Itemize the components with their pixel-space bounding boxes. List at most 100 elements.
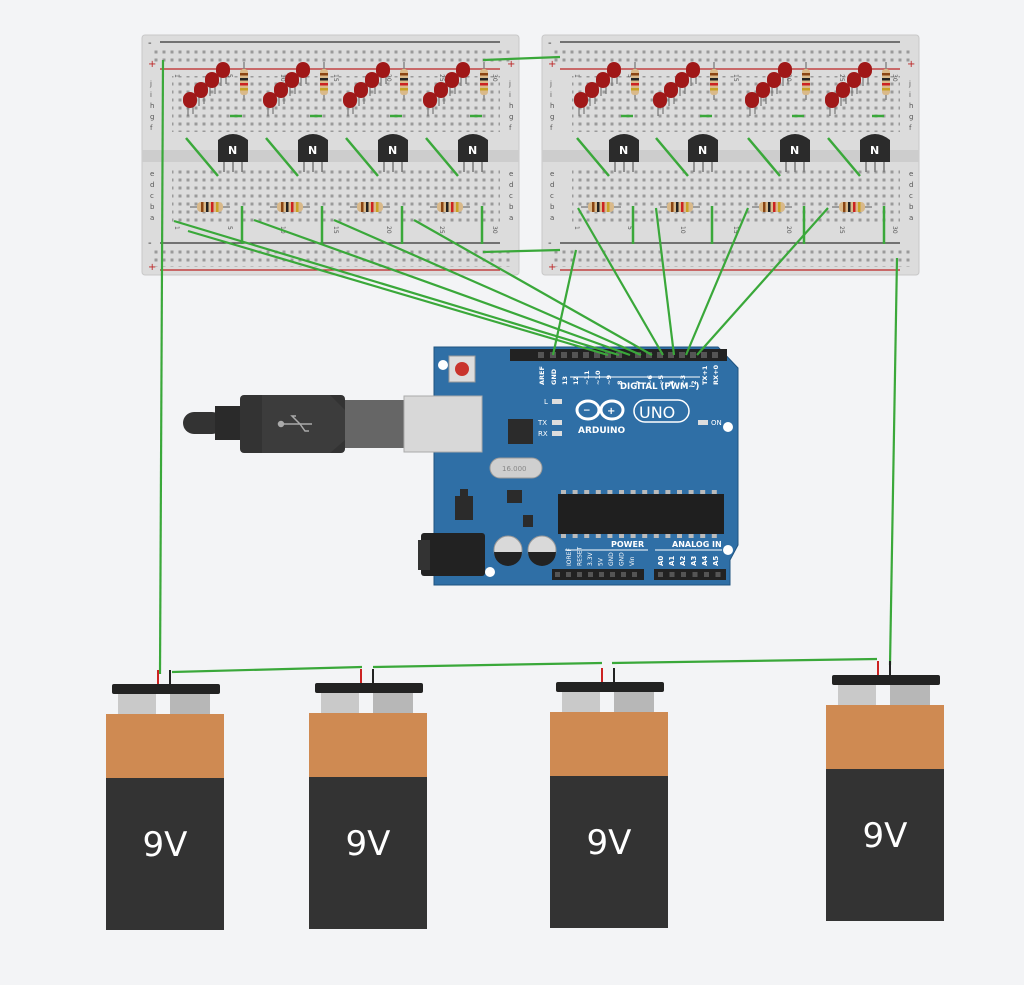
header-pin [715,572,721,577]
red-led [216,62,230,78]
digital-pin-label: ~9 [605,375,613,385]
column-number: 1 [573,226,580,230]
row-label: d [150,181,154,189]
power-jack [421,533,485,576]
row-label: e [550,170,554,178]
row-label: h [509,102,513,110]
resistor [667,202,693,212]
column-number: 20 [385,226,392,234]
resistor-band [676,202,679,212]
row-label: a [509,214,513,222]
rail-plus-label: + [148,59,156,70]
chip-pin [630,534,636,538]
transistor-label: N [790,144,799,157]
resistor-band [480,83,488,86]
resistor-band [480,73,488,76]
board-led-label: TX [537,419,547,427]
header-pin [679,352,685,358]
red-led [653,92,667,108]
red-led [664,82,678,98]
column-number: 30 [891,226,898,234]
board-led-label: RX [538,430,548,438]
row-label: e [150,170,154,178]
red-led [194,82,208,98]
resistor [631,69,639,95]
header-pin [577,572,582,577]
row-label: a [909,214,913,222]
resistor-band [686,202,689,212]
resistor [588,202,614,212]
chip-pin [619,534,624,538]
resistor-band [607,202,610,212]
battery-label: 9V [587,823,632,863]
row-label: d [550,181,554,189]
rail-minus-label: - [548,38,552,49]
chip-pin [572,534,578,538]
power-pin-label: GND [619,552,626,566]
resistor-band [400,88,408,91]
digital-pin-label: ~5 [657,375,665,385]
battery-top [550,712,668,776]
red-led [445,72,459,88]
resistor-band [371,202,374,212]
resistor-band [286,202,289,212]
header-pin [561,352,567,358]
resistor-band [802,73,810,76]
header-pin [668,352,674,358]
column-number: 10 [679,226,686,234]
resistor-band [376,202,379,212]
resistor-band [882,73,890,76]
chip-pin [653,534,659,538]
resistor-band [681,202,684,212]
resistor-band [320,73,328,76]
resistor-band [710,83,718,86]
chip-pin [607,490,613,494]
header-pin [701,352,707,358]
battery-snap-cap [112,684,220,694]
npn-transistor [780,134,810,162]
row-label: h [550,102,554,110]
resistor-band [778,202,781,212]
battery-9v: 9V [550,668,668,928]
chip-pin [688,490,694,494]
resistor-band [631,73,639,76]
battery-9v: 9V [826,661,944,921]
row-label: j [549,80,552,88]
row-label: h [909,102,913,110]
row-label: b [509,203,514,211]
column-number: 25 [838,74,845,82]
resistor [710,69,718,95]
resistor-band [240,88,248,91]
rail-plus-label: + [507,59,515,70]
resistor-band [597,202,600,212]
usb-icon [277,415,312,432]
signal-wire [173,219,620,357]
resistor-band [858,202,861,212]
row-label: a [550,214,554,222]
red-led [205,72,219,88]
npn-transistor [378,134,408,162]
red-led [596,72,610,88]
row-label: g [150,113,154,121]
resistor-band [710,78,718,81]
chip-pin [642,490,648,494]
digital-pin-label: ~3 [679,375,687,385]
row-label: j [149,80,152,88]
column-number: 15 [732,74,739,82]
chip-pin [619,490,624,494]
battery-top [106,714,224,778]
signal-wire [696,207,829,356]
digital-pin-label: 12 [572,376,580,385]
red-led [836,82,850,98]
row-label: b [150,203,155,211]
column-number: 10 [279,74,286,82]
chip-pin [630,490,636,494]
column-number: 25 [438,226,445,234]
battery-snap-cap [556,682,664,692]
column-number: 5 [626,226,633,230]
signal-wire [253,218,631,357]
analog-pin-label: A4 [701,556,709,566]
row-label: c [509,192,513,200]
board-led [552,431,562,436]
red-led [423,92,437,108]
